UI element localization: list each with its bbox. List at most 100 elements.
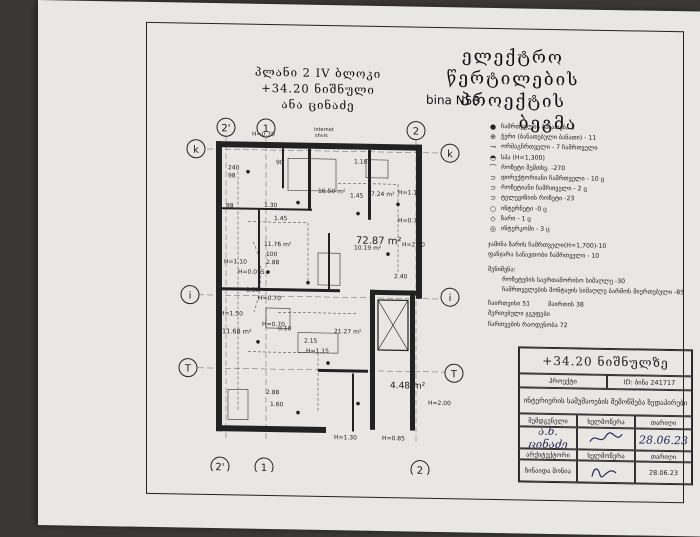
axis-top-3: 2 bbox=[413, 127, 419, 138]
height-5: H=0.70 bbox=[258, 295, 281, 302]
height-14: H=1.50 bbox=[220, 310, 243, 317]
total-area: 72.87 m² bbox=[356, 236, 402, 248]
stamp-architect-date: 28.06.23 bbox=[635, 461, 692, 485]
dim-12: 1.60 bbox=[270, 401, 284, 408]
axis-bottom-2: 1 bbox=[261, 463, 267, 474]
stamp-architect-signature bbox=[577, 460, 635, 484]
axis-bottom-3: 2 bbox=[417, 466, 423, 476]
stamp-head-sign: ხელმოწერა bbox=[577, 414, 635, 429]
stamp-project-id: ID: ბინა 241717 bbox=[607, 374, 692, 391]
signature-1 bbox=[589, 432, 623, 442]
legend-extra-item: ფანჯარა სანავთობი ჩამრთველი - 10 bbox=[488, 251, 600, 261]
axis-marks-sides: k i T k i T bbox=[178, 139, 464, 383]
room-area-1: 16.50 m² bbox=[318, 188, 346, 195]
internet-label: internet bbox=[314, 127, 334, 133]
stamp-author-signature bbox=[577, 427, 635, 451]
legend-symbol-icon: ◓ bbox=[489, 153, 497, 162]
legend-count-value: მაირთის 38 bbox=[548, 301, 584, 309]
dim-9: 100 bbox=[266, 251, 278, 258]
legend-symbol-icon: ⊃ bbox=[490, 173, 496, 183]
height-1: H=0.70 bbox=[252, 131, 275, 138]
dim-7: 1.18 bbox=[354, 159, 368, 166]
dim-10: 2.88 bbox=[266, 259, 280, 266]
floor-plan: 2' 1 2 2' 1 2 k i T k i bbox=[178, 117, 464, 476]
dim-3: 88 bbox=[226, 202, 234, 209]
legend-symbol-icon: ⌒ bbox=[489, 163, 497, 172]
legend-item-text: ზარი - 1 ც bbox=[501, 214, 531, 223]
legend-symbol-icon: ○ bbox=[489, 204, 497, 213]
shvit-label: shvis bbox=[315, 133, 328, 139]
dim-15: 0.10 bbox=[278, 325, 292, 332]
height-7: H=0.015 bbox=[238, 268, 265, 275]
title-block: +34.20 ნიშნულზე პროექტი ID: ბინა 241717 … bbox=[518, 346, 693, 486]
legend-count-label: ჩაირთვისი 51 bbox=[488, 300, 531, 308]
outlet-symbols bbox=[246, 169, 400, 415]
stamp-author-date: 28.06.23 bbox=[635, 428, 692, 452]
room-area-3: 11.76 m² bbox=[264, 241, 292, 248]
room-area-7: 4.48 m² bbox=[390, 381, 426, 392]
dim-13: 2.40 bbox=[394, 273, 408, 280]
walls bbox=[216, 141, 422, 434]
dim-1: 240 bbox=[228, 164, 240, 171]
dim-16: 2.15 bbox=[304, 338, 318, 345]
axis-right-t: T bbox=[450, 369, 458, 380]
dim-5: 1.30 bbox=[264, 202, 278, 209]
height-3: H=0.70 bbox=[398, 217, 421, 224]
legend-symbol-icon: ◎ bbox=[489, 224, 497, 234]
stamp-project-label: პროექტი bbox=[519, 373, 607, 389]
room-area-6: 21.27 m² bbox=[334, 328, 362, 335]
axis-left-i: i bbox=[189, 291, 192, 302]
height-4: H=2.00 bbox=[402, 241, 425, 248]
dim-4: 90 bbox=[276, 159, 284, 166]
axis-right-k: k bbox=[447, 149, 453, 160]
stamp-architect-name: ზინაიდა შონია bbox=[519, 459, 577, 483]
stamp-mark: +34.20 ნიშნულზე bbox=[519, 347, 692, 377]
elevator-shaft bbox=[377, 299, 409, 352]
axis-bottom-1: 2' bbox=[215, 462, 224, 473]
legend-symbol-icon: ⊃ bbox=[490, 184, 496, 193]
furniture bbox=[227, 158, 389, 420]
axis-top-1: 2' bbox=[221, 123, 230, 134]
wiring bbox=[237, 171, 399, 413]
height-2: H=1.15 bbox=[398, 189, 421, 196]
dim-6: 1.45 bbox=[274, 215, 288, 222]
title-line-1: ელექტრო წერტილების bbox=[446, 46, 580, 91]
legend-symbol-icon: ● bbox=[489, 122, 497, 131]
legend-symbol-icon: ◇ bbox=[490, 214, 496, 223]
axis-left-t: T bbox=[184, 364, 192, 375]
room-area-5: 11.68 m² bbox=[222, 327, 252, 336]
height-12: H=0.85 bbox=[382, 435, 405, 442]
plan-subtitle: პლანი 2 IV ბლოკი +34.20 ნიშნული ანა ცინა… bbox=[243, 64, 393, 115]
height-10: H=2.00 bbox=[428, 400, 451, 407]
stamp-head-date: თარიღი bbox=[635, 415, 692, 430]
legend-symbol-icon: ⊃ bbox=[490, 194, 496, 203]
dim-2: 98 bbox=[228, 172, 236, 179]
legend-item-text: ინტერკომი - 3 ც bbox=[501, 225, 550, 233]
axis-marks-bottom: 2' 1 2 bbox=[210, 456, 430, 476]
dim-8: 1.45 bbox=[350, 192, 364, 199]
height-13: H=0.70 bbox=[318, 144, 341, 151]
dim-14: 1.50 bbox=[246, 287, 260, 294]
height-11: H=1.30 bbox=[334, 434, 357, 441]
stamp-description: ინტერიერის სამუშაოების შემოწმება ზედაპირ… bbox=[519, 387, 692, 417]
axis-right-i: i bbox=[449, 293, 452, 304]
height-8: H=0.70 bbox=[262, 321, 285, 328]
legend-note: ჩამრთველების მონტაჟის სიმაღლე ბარმოს მიე… bbox=[502, 286, 685, 297]
height-6: H=1.10 bbox=[224, 258, 247, 265]
legend-symbol-icon: ⊕ bbox=[490, 133, 496, 142]
building-number: bina N53 bbox=[426, 92, 480, 108]
subtitle-line-2: +34.20 ნიშნული bbox=[261, 80, 375, 97]
stamp-head-author: შემდგენელი bbox=[519, 413, 577, 428]
room-area-2: 7.24 m² bbox=[371, 191, 395, 198]
axis-left-k: k bbox=[193, 145, 199, 156]
height-9: H=1.15 bbox=[306, 348, 329, 355]
legend-item-text: სპა (H=1,300) bbox=[501, 153, 545, 162]
legend: ●ჩამრთველის ბანათება 1⊕ჭერი (ბანათებული … bbox=[488, 122, 688, 333]
signature-2 bbox=[591, 468, 617, 478]
stamp-author-name: ა.ნ. ცინაძე bbox=[519, 426, 577, 450]
room-area-4: 10.19 m² bbox=[354, 245, 382, 252]
legend-symbol-icon: ⊸ bbox=[490, 143, 496, 152]
drawing-sheet: ელექტრო წერტილების პროექტის ბეგმა bina N… bbox=[38, 0, 700, 537]
axis-top-2: 1 bbox=[263, 124, 269, 135]
dim-11: 2.88 bbox=[266, 389, 280, 396]
